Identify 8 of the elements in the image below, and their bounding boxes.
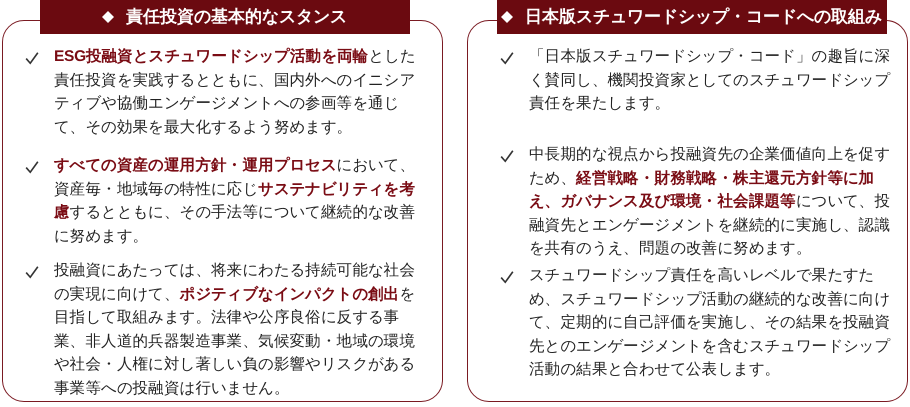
bullet-text: ESG投融資とスチュワードシップ活動を両輪とした責任投資を実践するとともに、国内外へのイニシアティブや協働エンゲージメントへの参画等を通じて、その効果を最大化するよう努めます。 — [54, 46, 417, 138]
bullet-text: 「日本版スチュワードシップ・コード」の趣旨に深く賛同し、機関投資家としてのスチュワードシップ責任を果たします。 — [529, 47, 892, 114]
bullet-text: 中長期的な視点から投融資先の企業価値向上を促すため、経営戦略・財務戦略・株主還元方針等に加え、ガバナンス及び環境・社会課題等について、投融資先とエンゲージメントを継続的に実施し、認識を共有のうえ、問題の改善に努めます。 — [529, 145, 892, 260]
header-title: 日本版スチュワードシップ・コードへの取組み — [525, 6, 882, 28]
bullet-text: スチュワードシップ責任を高いレベルで果たすため、スチュワードシップ活動の継続的な改善に向けて、定期的に自己評価を実施し、その結果を投融資先とのエンゲージメントを含むスチュワードシップ活動の結果と合わせて公表します。 — [529, 266, 892, 380]
header-title: 責任投資の基本的なスタンス — [126, 6, 347, 28]
bullet-text: 投融資にあたっては、将来にわたる持続可能な社会の実現に向けて、ポジティブなインパクトの創出を目指して取組みます。法律や公序良俗に反する事業、非人道的兵器製造事業、気候変動・地域の環境や社会・人権に対し著しい負の影響やリスクがある事業等への投融資は行いません。 — [54, 261, 416, 399]
bullet-text: すべての資産の運用方針・運用プロセスにおいて、資産毎・地域毎の特性に応じサステナビリティを考慮するとともに、その手法等について継続的な改善に努めます。 — [54, 156, 416, 247]
